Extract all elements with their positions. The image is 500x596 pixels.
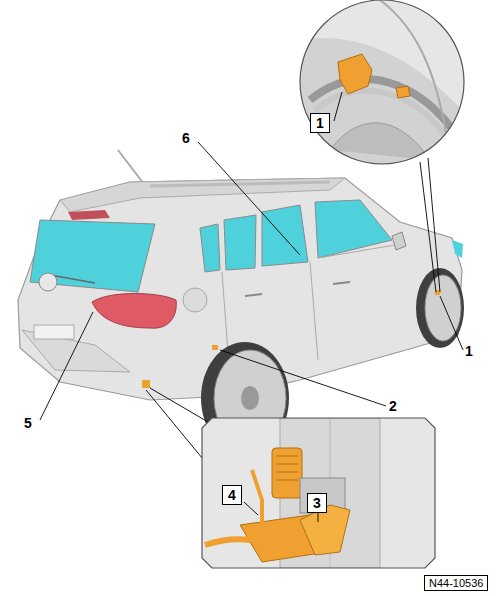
figure-code: N44-10536	[424, 575, 488, 591]
callout-number: 2	[389, 398, 397, 414]
callout-number: 1	[465, 343, 473, 359]
callout-number: 4	[222, 485, 242, 505]
callout-number: 6	[182, 130, 190, 146]
callout-number: 1	[310, 113, 330, 133]
callout-number: 5	[24, 415, 32, 431]
callout-number: 3	[307, 493, 327, 513]
